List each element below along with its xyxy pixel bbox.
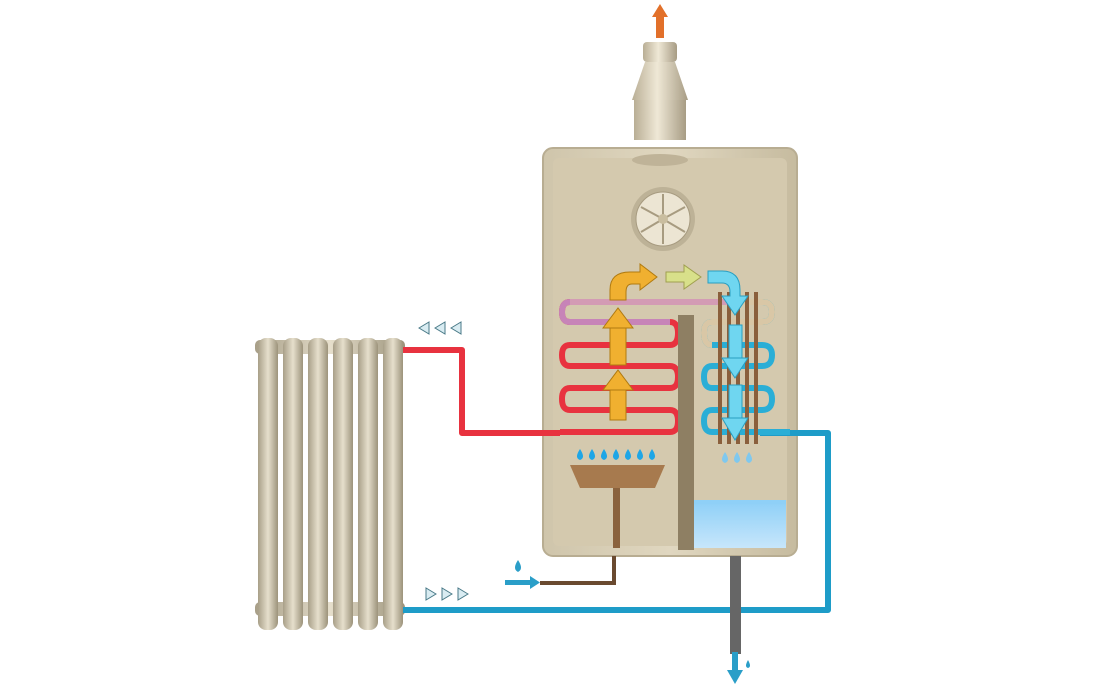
fan-icon xyxy=(631,187,695,251)
gas-burner xyxy=(570,465,665,548)
condensate-reservoir xyxy=(694,502,786,548)
flue-exhaust-arrow xyxy=(652,4,668,38)
water-drop-icon xyxy=(734,452,740,463)
flame-icon xyxy=(577,449,583,460)
flow-direction-right-icon xyxy=(425,587,469,601)
condensate-drops xyxy=(722,452,752,463)
boiler-casing xyxy=(542,147,798,557)
flow-direction-left-icon xyxy=(418,321,462,335)
condensate-drain-pipe xyxy=(730,556,741,654)
flue-chimney xyxy=(630,42,690,163)
burner-flames xyxy=(577,449,655,460)
flame-icon xyxy=(625,449,631,460)
baffle-wall xyxy=(678,315,694,550)
inlet-arrow-icon xyxy=(530,576,540,589)
hot-gas-up-arrow xyxy=(602,262,658,421)
water-drop-icon xyxy=(722,452,728,463)
flame-icon xyxy=(589,449,595,460)
cold-water-inlet xyxy=(505,556,616,589)
cold-return-pipe xyxy=(403,430,831,613)
flame-icon xyxy=(649,449,655,460)
hot-flow-pipe xyxy=(403,347,560,436)
flame-icon xyxy=(601,449,607,460)
water-drop-icon xyxy=(515,560,521,572)
gas-transfer-arrow xyxy=(665,264,702,290)
radiator xyxy=(255,338,405,630)
water-drop-icon xyxy=(746,452,752,463)
flame-icon xyxy=(637,449,643,460)
cooled-gas-down-arrow xyxy=(707,270,749,441)
drain-out-arrow xyxy=(727,652,750,684)
flame-icon xyxy=(613,449,619,460)
